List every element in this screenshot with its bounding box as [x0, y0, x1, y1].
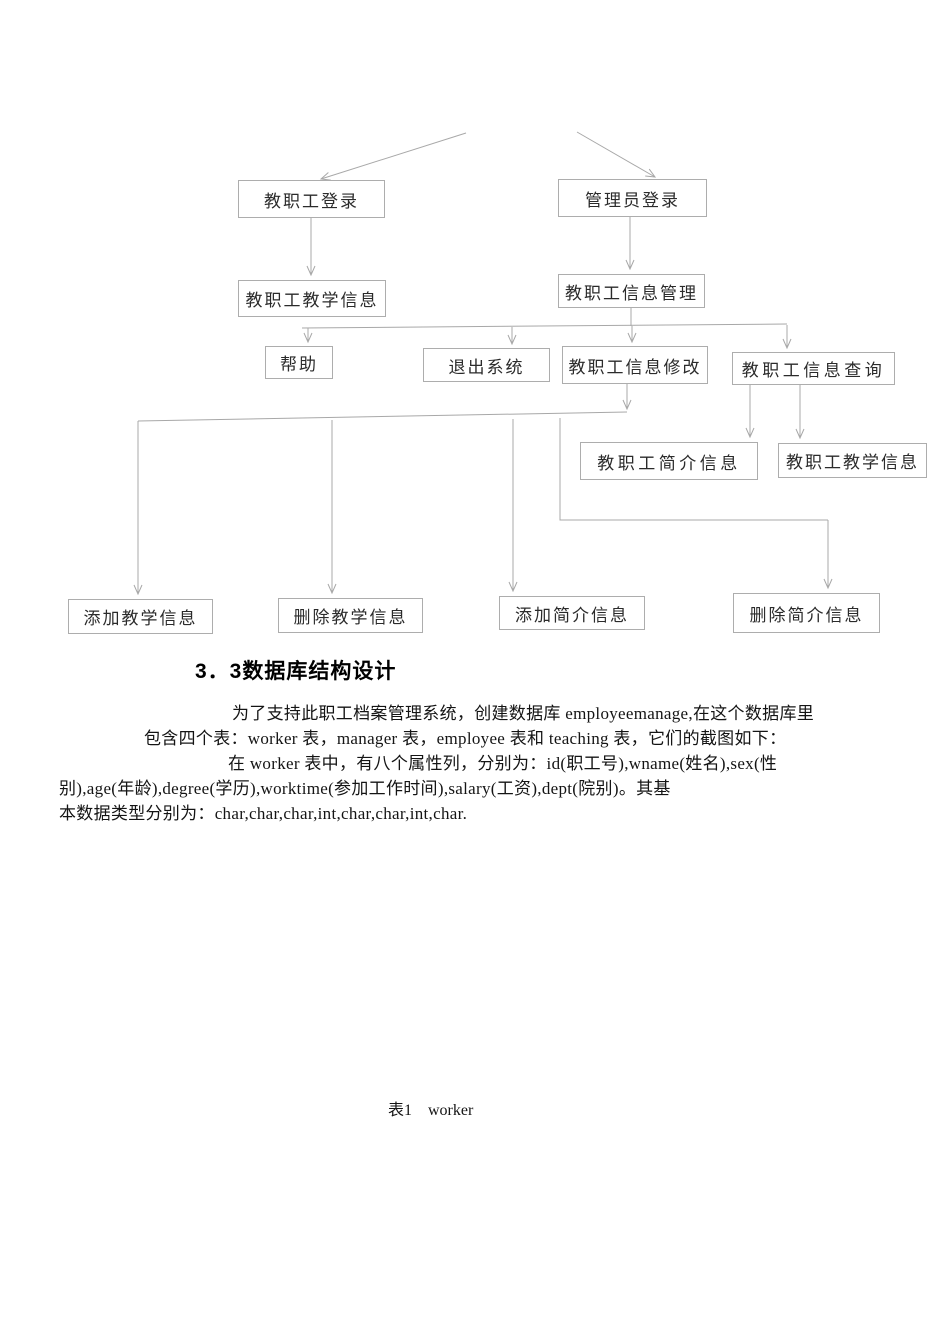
flowchart-connectors: [133, 131, 833, 596]
paragraph-line: 别),age(年龄),degree(学历),worktime(参加工作时间),s…: [59, 779, 671, 798]
table-caption: 表1 worker: [388, 1102, 474, 1119]
node-admin-login: 管理员登录: [558, 179, 707, 217]
paragraph-line: 本数据类型分别为：char,char,char,int,char,char,in…: [59, 804, 468, 823]
node-exit-system: 退出系统: [423, 348, 550, 382]
node-staff-info-modify: 教职工信息修改: [562, 346, 708, 384]
node-staff-login: 教职工登录: [238, 180, 385, 218]
paragraph-line: 为了支持此职工档案管理系统，创建数据库 employeemanage,在这个数据…: [232, 704, 815, 723]
body-paragraphs: 为了支持此职工档案管理系统，创建数据库 employeemanage,在这个数据…: [0, 701, 950, 826]
node-delete-teaching-info: 删除教学信息: [278, 598, 423, 633]
node-add-profile-info: 添加简介信息: [499, 596, 645, 630]
node-staff-info-management: 教职工信息管理: [558, 274, 705, 308]
node-staff-info-query: 教职工信息查询: [732, 352, 895, 385]
node-staff-profile-info: 教职工简介信息: [580, 442, 758, 480]
node-delete-profile-info: 删除简介信息: [733, 593, 880, 633]
node-add-teaching-info: 添加教学信息: [68, 599, 213, 634]
paragraph-line: 在 worker 表中，有八个属性列，分别为：id(职工号),wname(姓名)…: [228, 754, 778, 773]
section-heading: 3．3数据库结构设计: [195, 660, 397, 683]
paragraph-line: 包含四个表：worker 表，manager 表，employee 表和 tea…: [144, 729, 787, 748]
node-help: 帮助: [265, 346, 333, 379]
node-staff-teaching-info-2: 教职工教学信息: [778, 443, 927, 478]
node-staff-teaching-info: 教职工教学信息: [238, 280, 386, 317]
